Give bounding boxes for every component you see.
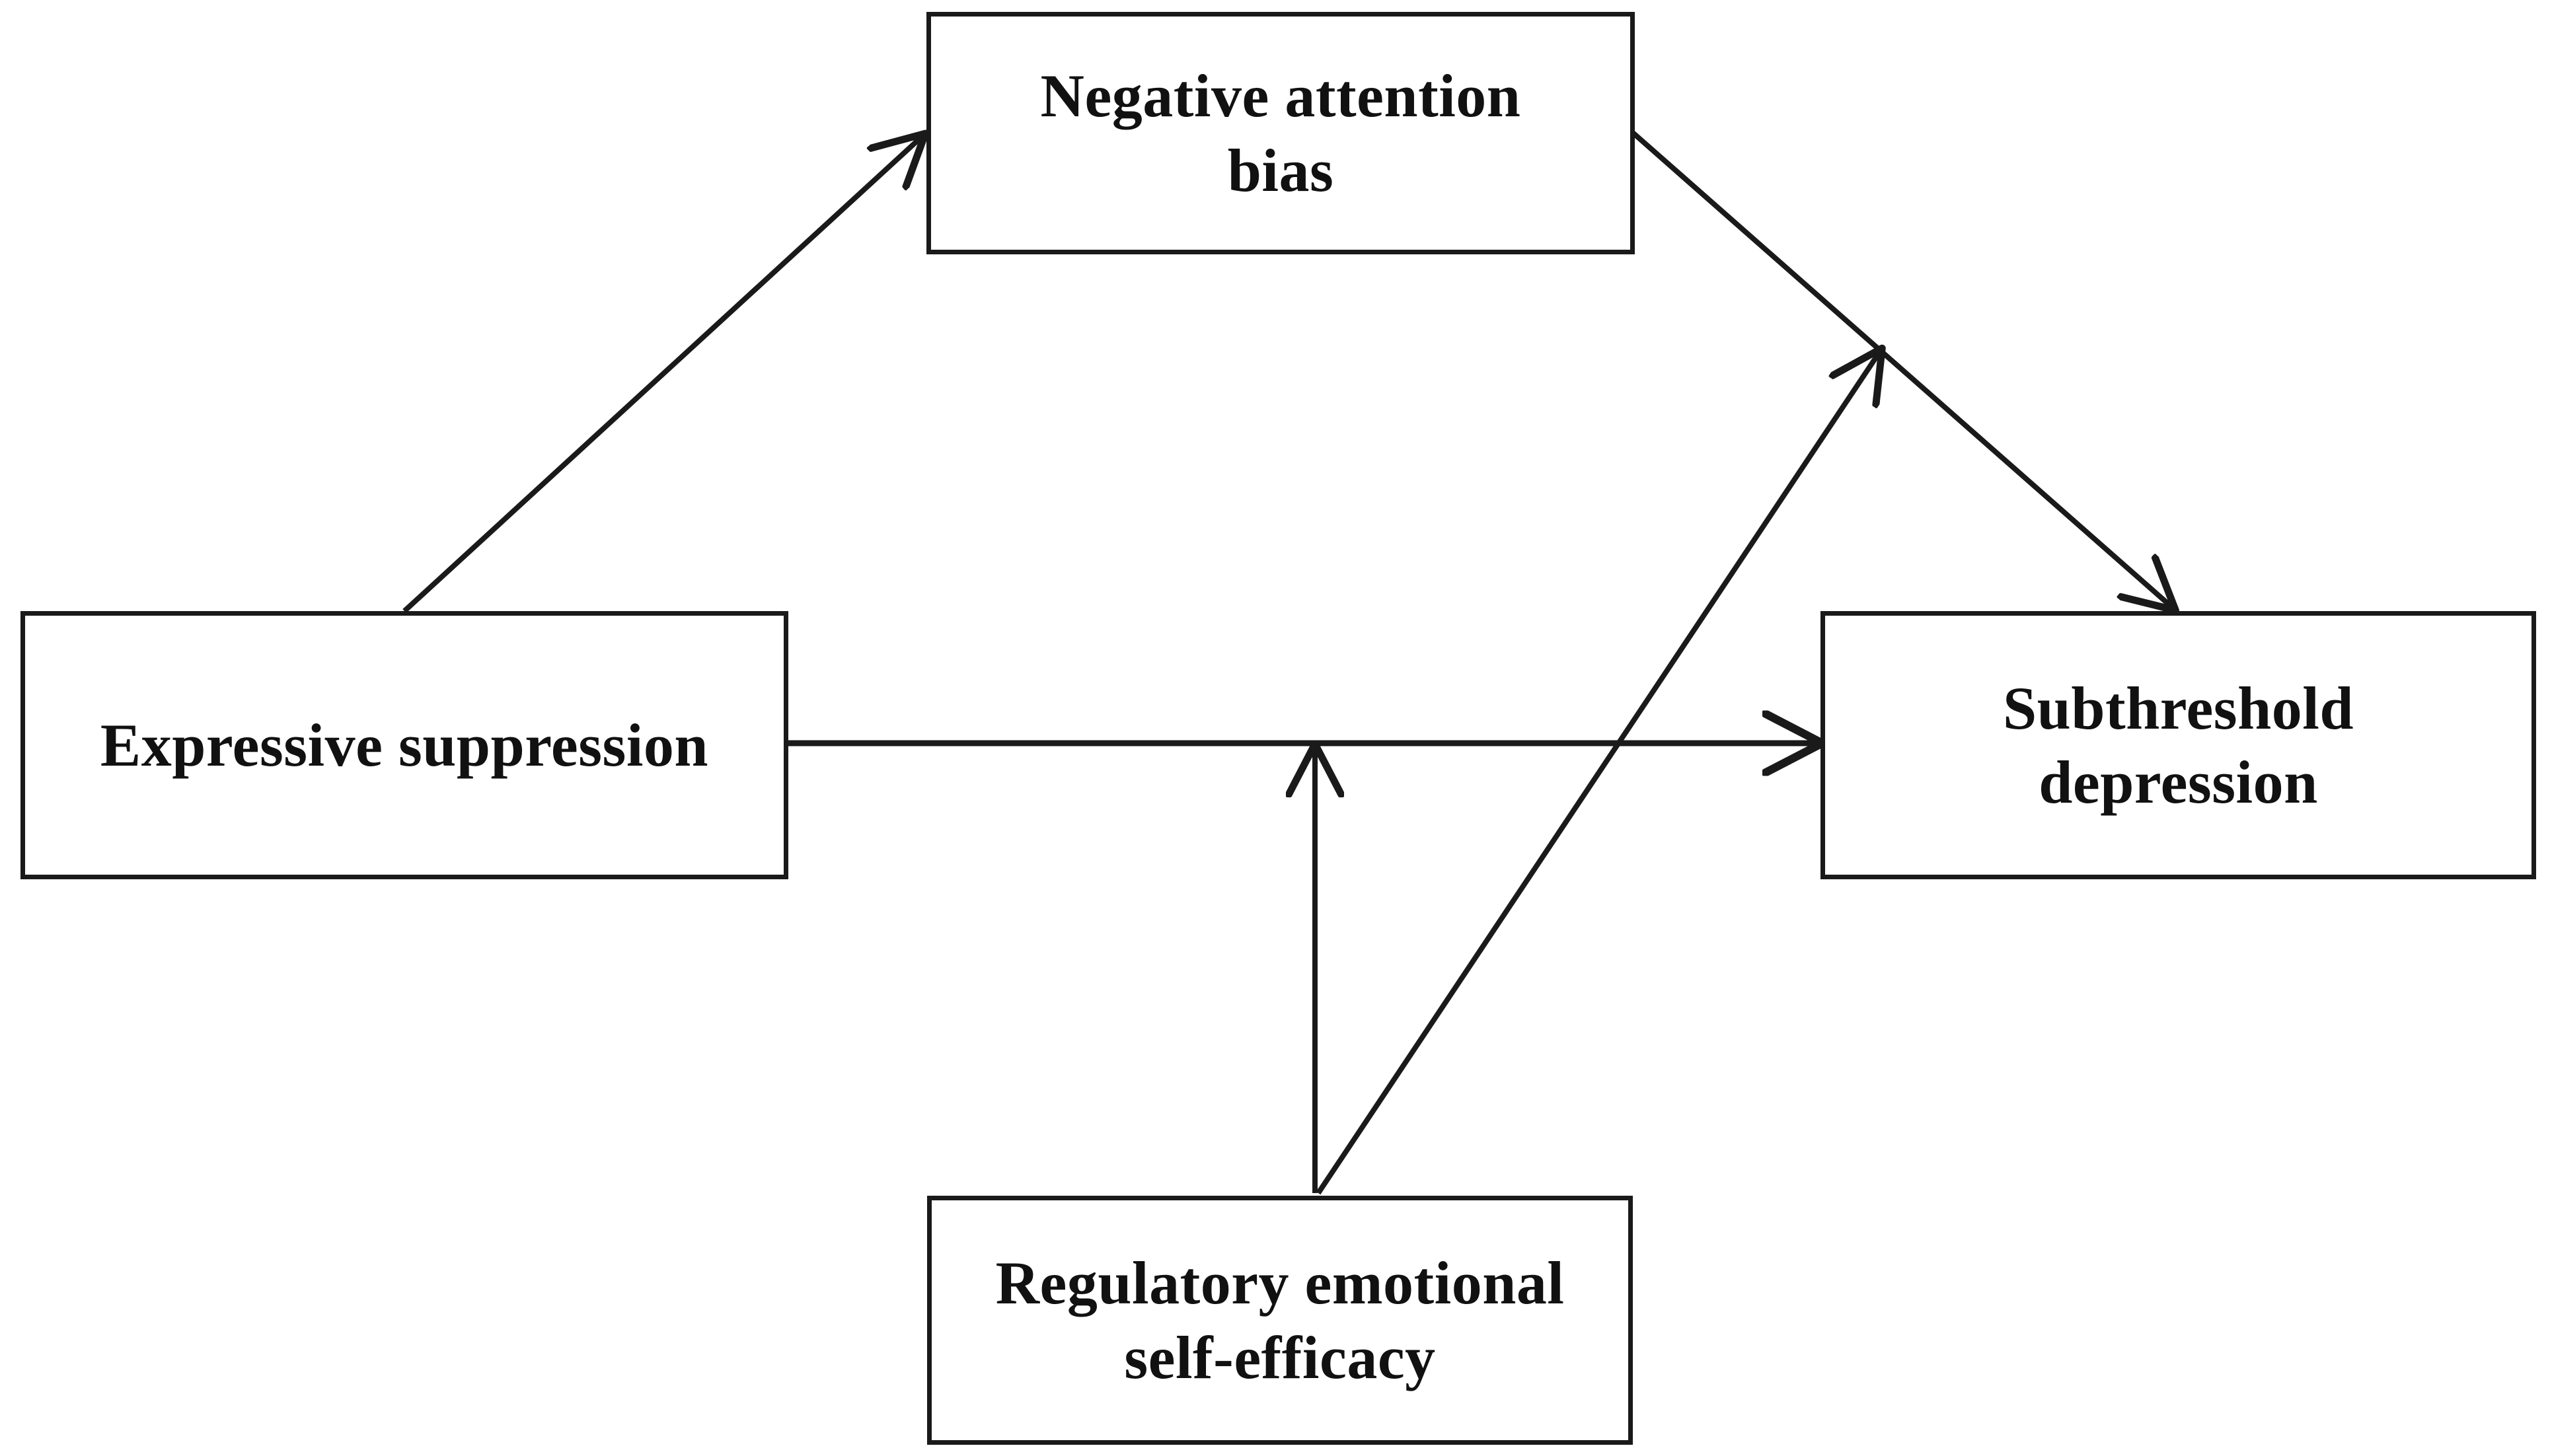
node-label-expressive-suppression: Expressive suppression: [100, 711, 709, 779]
node-regulatory-emotional-self-efficacy[interactable]: Regulatory emotional self-efficacy: [927, 1196, 1633, 1445]
node-label-regulatory-emotional-self-efficacy: Regulatory emotional self-efficacy: [995, 1249, 1565, 1391]
edge-negative-attention-bias-to-subthreshold-depression: [1630, 129, 2173, 608]
node-label-subthreshold-depression: Subthreshold depression: [2002, 674, 2354, 816]
edge-expressive-suppression-to-negative-attention-bias: [402, 136, 922, 613]
node-subthreshold-depression[interactable]: Subthreshold depression: [1820, 611, 2536, 879]
node-expressive-suppression[interactable]: Expressive suppression: [20, 611, 788, 879]
edge-regulatory-emotional-self-efficacy-to-mediator-path: [1316, 351, 1880, 1195]
node-negative-attention-bias[interactable]: Negative attention bias: [926, 12, 1635, 254]
node-label-negative-attention-bias: Negative attention bias: [1040, 62, 1521, 204]
